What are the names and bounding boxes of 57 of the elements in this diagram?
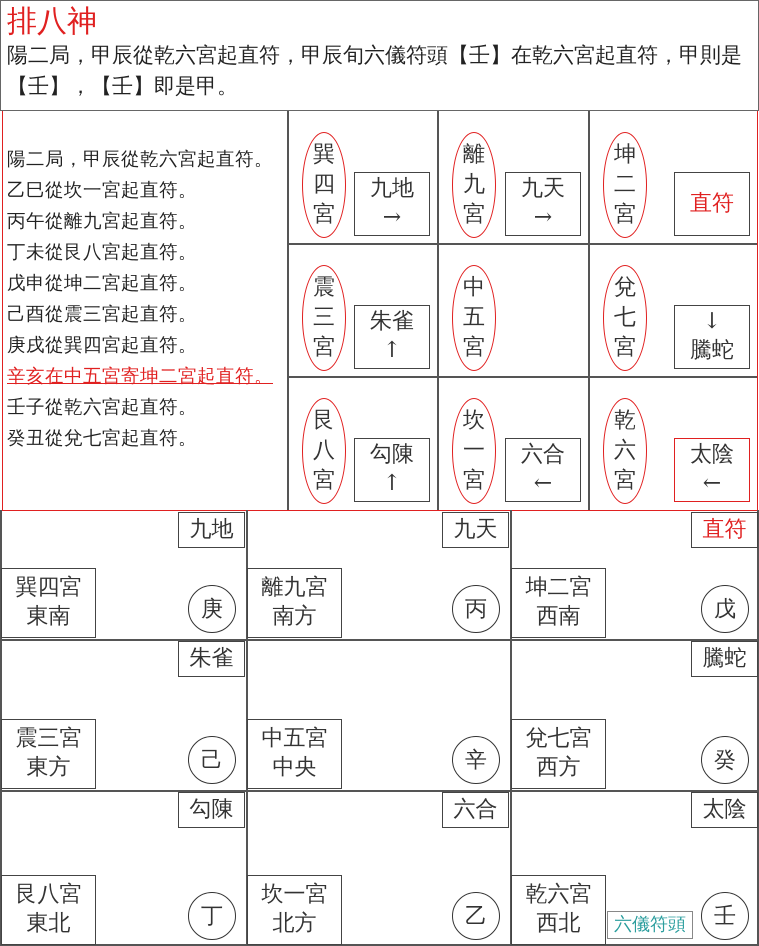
palace-oval: 震三宮	[302, 265, 346, 371]
stem-circle: 壬	[701, 892, 749, 940]
deity-label: ↓ 騰蛇	[674, 305, 750, 369]
palace-oval: 巽四宮	[302, 132, 346, 238]
deity-label: 直符	[674, 172, 750, 236]
stem-circle: 丁	[188, 892, 236, 940]
stem-circle: 庚	[188, 585, 236, 633]
deity-label: 六合 ←	[505, 438, 581, 502]
palace-oval: 乾六宮	[603, 398, 647, 504]
note-line: 戊申從坤二宮起直符。	[7, 272, 197, 296]
paragraph: 陽二局，甲辰從乾六宮起直符，甲辰旬六儀符頭【壬】在乾六宮起直符，甲則是【壬】，【壬】即是甲。	[7, 42, 743, 100]
deity-label: 九天	[442, 512, 509, 548]
deity-label: 九地 →	[354, 172, 430, 236]
deity-label: 朱雀	[178, 641, 245, 677]
note-line: 己酉從震三宮起直符。	[7, 303, 197, 327]
palace-label: 乾六宮 西北	[511, 875, 606, 945]
note-line: 丁未從艮八宮起直符。	[7, 241, 197, 265]
palace-oval: 坤二宮	[603, 132, 647, 238]
deity-label: 勾陳 ↑	[354, 438, 430, 502]
note-line: 癸丑從兌七宮起直符。	[7, 427, 197, 451]
palace-label: 震三宮 東方	[1, 719, 96, 789]
deity-label: 太陰 ←	[674, 438, 750, 502]
deity-label: 九天 →	[505, 172, 581, 236]
palace-oval: 中五宮	[452, 265, 496, 371]
note-line: 辛亥在中五宮寄坤二宮起直符。	[7, 365, 273, 389]
deity-label: 九地	[178, 512, 245, 548]
note-line: 丙午從離九宮起直符。	[7, 210, 197, 234]
palace-label: 兌七宮 西方	[511, 719, 606, 789]
note-line: 庚戌從巽四宮起直符。	[7, 334, 197, 358]
palace-oval: 離九宮	[452, 132, 496, 238]
note-line: 陽二局，甲辰從乾六宮起直符。	[7, 148, 273, 172]
deity-label: 太陰	[691, 792, 758, 828]
palace-label: 坎一宮 北方	[247, 875, 342, 945]
heading: 排八神	[7, 5, 98, 40]
stem-circle: 辛	[452, 736, 500, 784]
deity-label: 朱雀 ↑	[354, 305, 430, 369]
header-box	[0, 0, 759, 111]
palace-oval: 兌七宮	[603, 265, 647, 371]
stem-circle: 己	[188, 736, 236, 784]
palace-oval: 艮八宮	[302, 398, 346, 504]
deity-label: 六合	[442, 792, 509, 828]
stem-circle: 乙	[452, 892, 500, 940]
stem-circle: 癸	[701, 736, 749, 784]
palace-label: 巽四宮 東南	[1, 568, 96, 638]
palace-label: 坤二宮 西南	[511, 568, 606, 638]
palace-label: 艮八宮 東北	[1, 875, 96, 945]
deity-label: 勾陳	[178, 792, 245, 828]
stem-circle: 丙	[452, 585, 500, 633]
palace-oval: 坎一宮	[452, 398, 496, 504]
palace-label: 離九宮 南方	[247, 568, 342, 638]
tag-label: 六儀符頭	[607, 911, 693, 939]
note-line: 乙巳從坎一宮起直符。	[7, 179, 197, 203]
palace-label: 中五宮 中央	[247, 719, 342, 789]
deity-label: 直符	[691, 512, 758, 548]
note-line: 壬子從乾六宮起直符。	[7, 396, 197, 420]
deity-label: 騰蛇	[691, 641, 758, 677]
stem-circle: 戊	[701, 585, 749, 633]
